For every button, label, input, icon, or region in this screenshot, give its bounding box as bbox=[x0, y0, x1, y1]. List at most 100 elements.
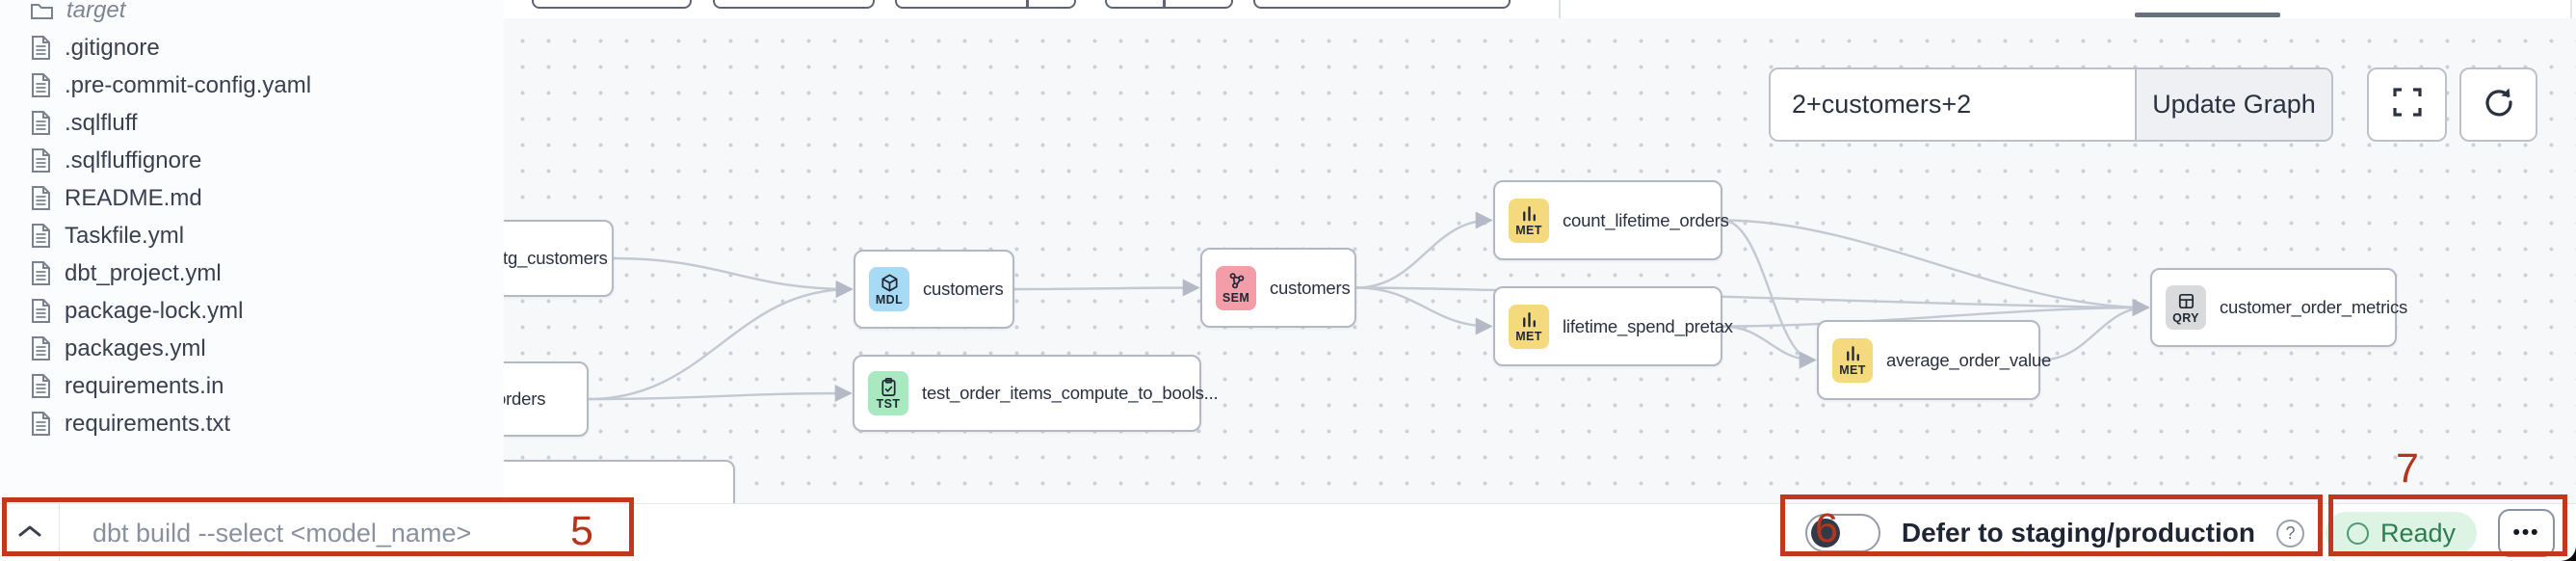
file-tree-item-README-md[interactable]: README.md bbox=[0, 179, 504, 217]
toggle-knob bbox=[1810, 519, 1840, 548]
fullscreen-icon bbox=[2391, 86, 2424, 123]
toolbar-split-button-cutoff[interactable] bbox=[1105, 0, 1233, 9]
editor-toolbar-strip bbox=[504, 0, 2576, 19]
file-tree-item-requirements-txt[interactable]: requirements.txt bbox=[0, 405, 504, 442]
file-icon bbox=[30, 335, 52, 361]
status-label: Ready bbox=[2379, 518, 2456, 548]
file-icon bbox=[30, 298, 52, 324]
file-name: .sqlfluffignore bbox=[65, 147, 202, 174]
split-divider bbox=[1163, 0, 1166, 7]
update-graph-button[interactable]: Update Graph bbox=[2135, 69, 2331, 140]
collapse-panel-button[interactable] bbox=[0, 504, 60, 561]
pane-divider bbox=[1559, 0, 1561, 18]
file-icon bbox=[30, 147, 52, 174]
lineage-node-customers_semantic[interactable]: SEM customers bbox=[1200, 248, 1356, 328]
lineage-node-orders[interactable]: orders bbox=[504, 361, 589, 437]
edge-count_lifetime_orders-to-average_order_value bbox=[1722, 219, 1817, 369]
folder-icon bbox=[30, 0, 54, 21]
toolbar-button-cutoff[interactable] bbox=[713, 0, 875, 9]
toolbar-split-button-cutoff[interactable] bbox=[895, 0, 1076, 9]
file-name: dbt_project.yml bbox=[65, 259, 222, 286]
chevron-up-icon bbox=[17, 524, 42, 543]
edge-orders-to-customers_model bbox=[588, 280, 854, 401]
file-name: .pre-commit-config.yaml bbox=[65, 71, 312, 98]
lineage-node-stg_customers[interactable]: stg_customers bbox=[504, 220, 614, 297]
node-label: count_lifetime_orders bbox=[1563, 209, 1729, 230]
edge-lifetime_spend_pretax-to-average_order_value bbox=[1722, 325, 1817, 369]
toolbar-button-cutoff[interactable] bbox=[532, 0, 692, 9]
panel-right-border bbox=[2570, 0, 2572, 18]
file-name: target bbox=[66, 0, 126, 23]
defer-toggle[interactable] bbox=[1804, 514, 1880, 552]
file-name: requirements.in bbox=[65, 372, 224, 399]
file-icon bbox=[30, 223, 52, 249]
file-tree-item-package-lock-yml[interactable]: package-lock.yml bbox=[0, 292, 504, 330]
node-label: orders bbox=[504, 388, 546, 409]
node-label: customer_order_metrics bbox=[2220, 297, 2408, 317]
cube-icon: MDL bbox=[869, 267, 909, 311]
file-explorer: target .gitignore .pre-commit-config.yaml.… bbox=[0, 0, 505, 503]
status-badge[interactable]: Ready bbox=[2325, 512, 2477, 554]
file-name: package-lock.yml bbox=[65, 297, 244, 324]
edge-customers_semantic-to-customer_order_metrics bbox=[1355, 286, 2150, 316]
bar-chart-icon: MET bbox=[1832, 337, 1873, 383]
file-icon bbox=[30, 185, 52, 211]
node-label: customers bbox=[1270, 277, 1351, 298]
edge-average_order_value-to-customer_order_metrics bbox=[2039, 299, 2150, 361]
file-tree-item-packages-yml[interactable]: packages.yml bbox=[0, 330, 504, 367]
file-tree-item-Taskfile-yml[interactable]: Taskfile.yml bbox=[0, 217, 504, 254]
edge-orders-to-test_order_items bbox=[588, 385, 853, 403]
file-name: .gitignore bbox=[65, 34, 160, 61]
file-tree-item--sqlfluffignore[interactable]: .sqlfluffignore bbox=[0, 142, 504, 179]
semantic-graph-icon: SEM bbox=[1216, 265, 1256, 310]
node-label: customers bbox=[923, 279, 1004, 299]
split-divider bbox=[1026, 0, 1029, 7]
file-name: .sqlfluff bbox=[65, 109, 138, 136]
footer-right-controls: Defer to staging/production ? Ready ••• bbox=[1804, 504, 2555, 561]
file-tree-item--gitignore[interactable]: .gitignore bbox=[0, 29, 504, 67]
lineage-edges bbox=[588, 211, 2150, 403]
file-tree-item-target[interactable]: target bbox=[0, 0, 504, 29]
node-label: average_order_value bbox=[1886, 349, 2052, 370]
file-icon bbox=[30, 110, 52, 136]
command-input[interactable]: dbt build --select <model_name> bbox=[92, 518, 472, 548]
edge-stg_customers-to-customers_model bbox=[613, 256, 854, 298]
refresh-button[interactable] bbox=[2459, 67, 2537, 142]
selector-input[interactable]: 2+customers+2 bbox=[1771, 69, 2135, 140]
node-label: test_order_items_compute_to_bools... bbox=[922, 383, 1219, 403]
lineage-selector-group: 2+customers+2 Update Graph bbox=[1769, 67, 2333, 142]
active-tab-underline bbox=[2135, 13, 2280, 17]
file-tree-item-requirements-in[interactable]: requirements.in bbox=[0, 367, 504, 405]
lineage-node-customer_order_metrics[interactable]: QRY customer_order_metrics bbox=[2150, 268, 2407, 347]
edge-customers_semantic-to-lifetime_spend_pretax bbox=[1355, 286, 1493, 335]
file-name: packages.yml bbox=[65, 334, 206, 361]
file-name: requirements.txt bbox=[65, 410, 231, 437]
lineage-node-customers_model[interactable]: MDL customers bbox=[854, 250, 1014, 329]
file-icon bbox=[30, 72, 52, 98]
file-name: Taskfile.yml bbox=[65, 222, 185, 249]
file-tree-item--sqlfluff[interactable]: .sqlfluff bbox=[0, 104, 504, 142]
lineage-node-test_order_items[interactable]: TST test_order_items_compute_to_bools... bbox=[853, 355, 1219, 432]
edge-customers_model-to-customers_semantic bbox=[1013, 279, 1200, 297]
toolbar-button-cutoff[interactable] bbox=[1253, 0, 1511, 9]
edge-customers_semantic-to-count_lifetime_orders bbox=[1355, 211, 1493, 289]
file-tree-item--pre-commit-config-yaml[interactable]: .pre-commit-config.yaml bbox=[0, 67, 504, 104]
status-circle-icon bbox=[2346, 521, 2369, 545]
saved-query-icon: QRY bbox=[2166, 285, 2206, 330]
file-icon bbox=[30, 35, 52, 61]
edge-lifetime_spend_pretax-to-customer_order_metrics bbox=[1722, 299, 2150, 328]
help-icon[interactable]: ? bbox=[2275, 519, 2304, 548]
clipboard-check-icon: TST bbox=[868, 371, 908, 415]
defer-label: Defer to staging/production bbox=[1901, 518, 2255, 548]
lineage-node-average_order_value[interactable]: MET average_order_value bbox=[1817, 320, 2051, 400]
file-tree-item-dbt-project-yml[interactable]: dbt_project.yml bbox=[0, 254, 504, 292]
refresh-icon bbox=[2482, 85, 2516, 124]
lineage-node-partial_node[interactable] bbox=[504, 460, 735, 503]
overflow-menu-button[interactable]: ••• bbox=[2498, 509, 2555, 557]
file-name: README.md bbox=[65, 184, 202, 211]
fullscreen-button[interactable] bbox=[2367, 67, 2447, 142]
